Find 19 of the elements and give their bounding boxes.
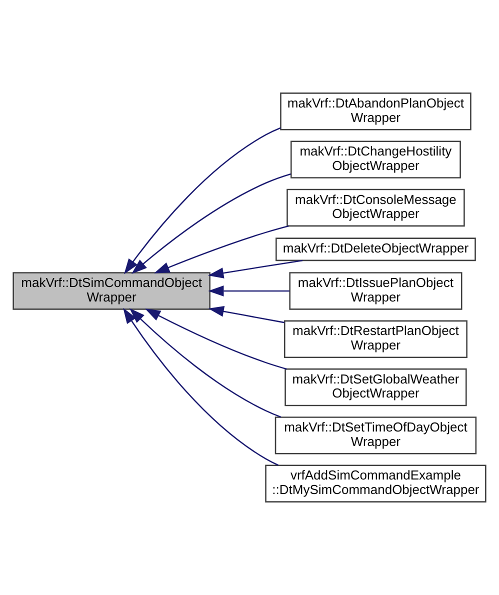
arrow	[123, 308, 279, 466]
node-box: makVrf::DtSetTimeOfDayObject Wrapper	[274, 416, 477, 454]
node-box: makVrf::DtDeleteObjectWrapper	[276, 238, 476, 262]
node-box: makVrf::DtSimCommandObject Wrapper	[12, 272, 210, 310]
arrow	[124, 127, 281, 274]
node-box: makVrf::DtAbandonPlanObject Wrapper	[280, 92, 472, 130]
node-box: makVrf::DtIssuePlanObject Wrapper	[289, 272, 462, 310]
node-box: makVrf::DtRestartPlanObject Wrapper	[284, 320, 468, 358]
arrow	[144, 308, 287, 370]
node-box: makVrf::DtChangeHostility ObjectWrapper	[290, 140, 461, 178]
arrow	[154, 225, 289, 274]
arrow	[208, 306, 285, 324]
node-box: makVrf::DtConsoleMessage ObjectWrapper	[286, 188, 465, 227]
node-box: makVrf::DtSetGlobalWeather ObjectWrapper	[284, 368, 467, 406]
arrow	[129, 308, 282, 418]
arrow	[208, 286, 290, 296]
arrow	[208, 260, 303, 278]
arrow	[132, 173, 292, 274]
node-box: vrfAddSimCommandExample ::DtMySimCommandObjectWrapper	[265, 464, 486, 502]
